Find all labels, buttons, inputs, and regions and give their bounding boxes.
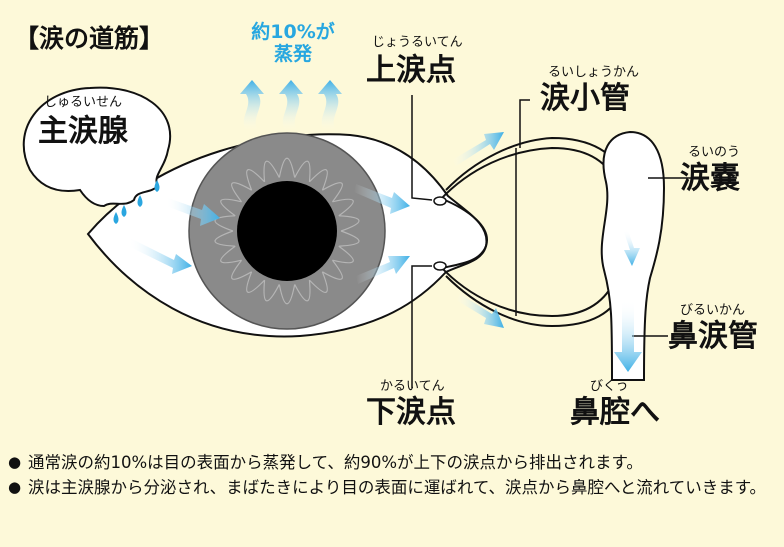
iris-petal [246,271,265,293]
evaporation-line1: 約10%が [251,21,335,43]
iris-petal [263,160,280,182]
evaporation-line2: 蒸発 [273,42,312,65]
iris-petal [338,230,360,247]
iris-petal [338,215,360,232]
iris-petal [220,245,242,264]
iris-petal [278,284,296,305]
lower-punctum-dot [433,261,447,271]
iris-pattern [214,157,360,305]
leader-lines [411,95,694,388]
note-text: 涙は主涙腺から分泌され、まばたきにより目の表面に運ばれて、涙点から鼻腔へと流れて… [28,477,767,497]
tear-drops [113,180,160,224]
iris-petal [332,198,354,217]
iris-petal [263,280,280,302]
canaliculus-label: 涙小管 [540,81,630,116]
lower-punctum-label: 下涙点 [366,395,456,430]
lower-punctum-ruby: かるいてん [380,379,445,394]
iris-petal [246,169,265,191]
bullet-icon: ● [8,453,22,471]
evaporation-arrows [240,80,342,130]
iris-petal [220,198,242,217]
lacrimal-sac-ruby: るいのう [688,145,741,160]
page-title: 【涙の道筋】 [14,24,165,53]
downward-arrows [614,230,642,372]
iris-petal [214,230,236,247]
bullet-icon: ● [8,477,22,496]
pupil [237,181,337,281]
iris-petal [231,259,252,280]
lacrimal-sac-label: 涙嚢 [680,161,740,196]
upper-punctum-ruby: じょうるいてん [372,35,463,50]
evaporation-label: 約10%が 蒸発 [228,21,358,66]
iris-petal [309,271,328,293]
note-text: 通常涙の約10%は目の表面から蒸発して、約90%が上下の涙点から排出されます。 [28,453,643,472]
note-item: ● 涙は主涙腺から分泌され、まばたきにより目の表面に運ばれて、涙点から鼻腔へと流… [8,477,778,500]
iris-petal [231,182,252,203]
nasal-cavity-label: 鼻腔へ [570,395,660,430]
notes: ● 通常涙の約10%は目の表面から蒸発して、約90%が上下の涙点から排出されます… [8,452,778,502]
nasolacrimal-duct-ruby: びるいかん [680,303,746,318]
upper-punctum-label: 上涙点 [366,53,456,88]
main-gland-label: 主涙腺 [38,114,128,149]
iris-petal [322,182,343,203]
upper-punctum-dot [433,196,447,206]
flow-arrows [128,132,504,328]
iris-petal [294,160,311,182]
canaliculus-ruby: るいしょうかん [548,65,640,80]
nasolacrimal-duct-label: 鼻涙管 [668,319,758,354]
iris-petal [332,245,354,264]
nasal-cavity-ruby: びくう [590,379,629,394]
iris-petal [278,157,296,178]
iris-petal [294,280,311,302]
iris-petal [309,169,328,191]
punctum-papilla [439,197,488,269]
note-item: ● 通常涙の約10%は目の表面から蒸発して、約90%が上下の涙点から排出されます… [8,452,778,475]
main-gland-ruby: しゅるいせん [44,95,123,110]
iris-petal [214,215,236,232]
iris-petal [322,259,343,280]
